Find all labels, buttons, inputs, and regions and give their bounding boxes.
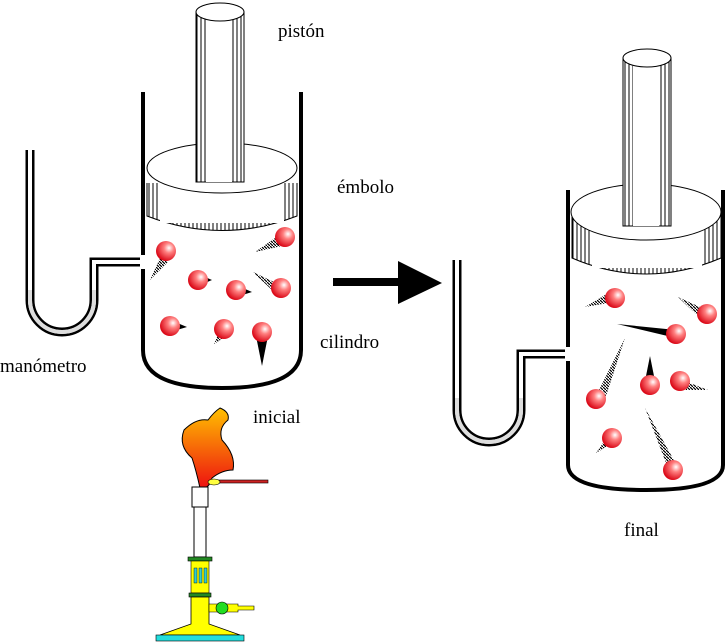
manometer-final xyxy=(452,260,570,447)
process-arrow xyxy=(333,261,442,304)
particle xyxy=(670,371,708,391)
gas-valve xyxy=(215,601,229,615)
particle xyxy=(188,270,212,290)
particle xyxy=(585,288,625,308)
particles-final xyxy=(585,288,717,480)
particle xyxy=(586,338,625,409)
piston-rod-initial xyxy=(195,2,245,183)
label-inicial: inicial xyxy=(253,407,300,428)
match xyxy=(207,478,269,486)
particle xyxy=(678,297,717,324)
initial-apparatus xyxy=(25,2,303,391)
piston-rod-final xyxy=(622,48,672,227)
particle xyxy=(252,322,272,366)
particle xyxy=(617,324,686,344)
cylinder-initial xyxy=(141,92,303,391)
particle xyxy=(596,428,622,453)
flame xyxy=(181,407,234,489)
particle xyxy=(150,241,176,280)
particle xyxy=(255,227,295,252)
particle xyxy=(253,272,291,298)
cylinder-final xyxy=(566,190,725,493)
bunsen-burner xyxy=(155,407,269,642)
particle xyxy=(214,319,234,344)
label-piston: pistón xyxy=(278,21,325,42)
label-cilindro: cilindro xyxy=(320,332,379,353)
particle xyxy=(160,316,187,336)
label-embolo: émbolo xyxy=(337,177,394,198)
embolo-initial xyxy=(146,142,298,231)
manometer-initial xyxy=(25,150,143,337)
final-apparatus xyxy=(452,48,725,493)
label-manometro: manómetro xyxy=(0,356,87,377)
particles-initial xyxy=(150,227,295,366)
particle xyxy=(640,356,660,395)
label-final: final xyxy=(624,520,659,541)
particle xyxy=(226,280,252,300)
particle xyxy=(645,408,683,480)
